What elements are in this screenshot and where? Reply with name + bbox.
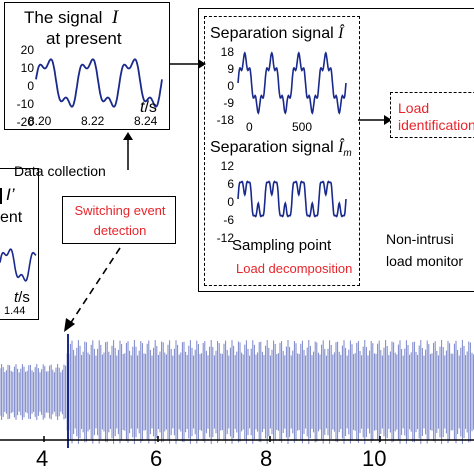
separation-1-title: Separation signal Î — [210, 25, 344, 42]
data-collection-label: Data collection — [14, 163, 106, 179]
separation-1-plot — [237, 51, 347, 115]
arrow-switching-event — [64, 247, 121, 332]
load-decomposition-box — [204, 16, 360, 286]
present-signal-panel — [4, 2, 170, 130]
arrow-data-collection — [123, 132, 133, 170]
switching-event-box — [62, 196, 176, 244]
present-panel-title-line2: at present — [46, 29, 122, 48]
switching-event-label-line1: Switching event — [74, 203, 166, 218]
separation-2-plot — [237, 180, 347, 218]
left-panel-title: I’ — [0, 186, 15, 204]
arrow-to-load-identification — [358, 115, 392, 125]
left-panel-x-tick: 1.44 — [4, 305, 26, 317]
load-identification-label: Load identification — [398, 100, 474, 133]
present-panel-signal — [35, 58, 163, 108]
arrow-to-separation — [170, 59, 206, 69]
left-partial-panel — [0, 168, 39, 320]
present-panel-x-unit: t/s — [140, 99, 157, 116]
separation-2-title: Separation signal Îm — [210, 139, 352, 160]
load-decomposition-caption: Load decomposition — [236, 261, 353, 276]
separation-2-x-label: Sampling point — [232, 237, 332, 254]
load-identification-box — [390, 92, 474, 138]
non-intrusive-label-line2: load monitor — [386, 253, 464, 269]
left-panel-var: I’ — [6, 185, 15, 204]
bottom-axis-tick-marks — [43, 436, 381, 442]
present-panel-title-line1: The signal I — [24, 7, 119, 28]
left-panel-x-unit: t/s — [14, 289, 30, 306]
left-panel-label: ent — [0, 209, 23, 226]
left-panel-signal — [0, 248, 37, 282]
bottom-waveform — [0, 334, 474, 448]
non-intrusive-monitor-box — [198, 8, 474, 292]
non-intrusive-label-line1: Non-intrusi — [386, 231, 454, 247]
switching-event-label-line2: detection — [93, 223, 147, 238]
